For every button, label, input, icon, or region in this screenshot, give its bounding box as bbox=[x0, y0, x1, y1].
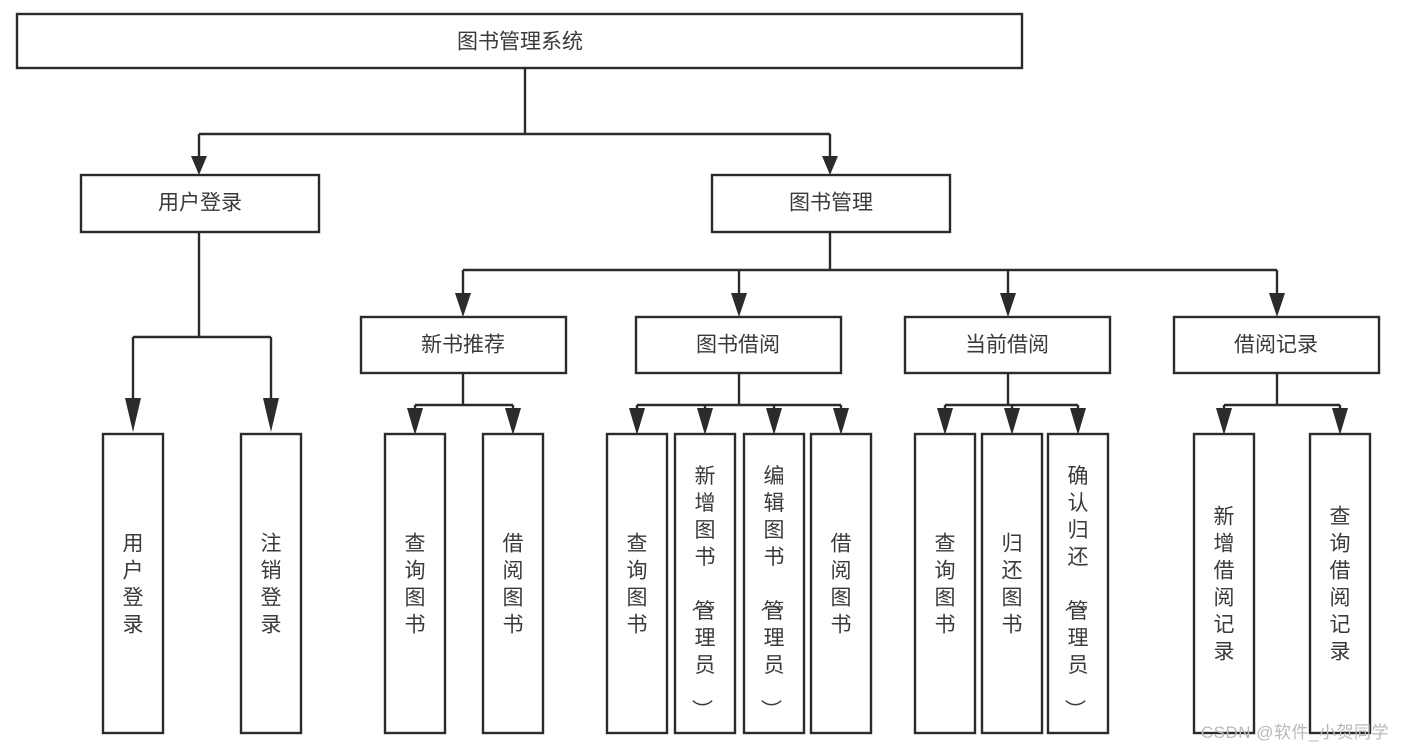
node-leaf-query-record[interactable]: 查询借阅记录 bbox=[1308, 432, 1372, 735]
node-leaf-confirm-return[interactable]: 确认归还（管理员） bbox=[1046, 432, 1110, 735]
node-leaf-borrow-book-1-box[interactable] bbox=[481, 432, 545, 735]
arrow-head-leaf-query-book-3 bbox=[937, 408, 953, 435]
arrow-head-book-borrow bbox=[731, 293, 747, 317]
node-leaf-query-book-2-box[interactable] bbox=[605, 432, 669, 735]
arrow-head-current-borrow bbox=[1000, 293, 1016, 317]
node-leaf-user-logout[interactable]: 注销登录 bbox=[239, 432, 303, 735]
node-leaf-add-record-label: 新增借阅记录 bbox=[1214, 506, 1235, 664]
node-current-borrow[interactable]: 当前借阅 bbox=[903, 315, 1112, 375]
node-leaf-confirm-return-label: 确认归还（管理员） bbox=[1063, 465, 1089, 720]
node-book-borrow[interactable]: 图书借阅 bbox=[634, 315, 843, 375]
connector-group-new-book-recommend bbox=[407, 373, 521, 435]
node-book-borrow-label: 图书借阅 bbox=[696, 334, 780, 357]
node-new-book-recommend-label: 新书推荐 bbox=[421, 334, 505, 357]
node-leaf-add-book[interactable]: 新增图书（管理员） bbox=[673, 432, 737, 735]
node-leaf-query-book-3-label: 查询图书 bbox=[935, 533, 956, 637]
csdn-watermark: CSDN @软件_小贺同学 bbox=[1200, 723, 1389, 742]
arrow-head-user-login bbox=[191, 156, 207, 175]
node-leaf-query-record-box[interactable] bbox=[1308, 432, 1372, 735]
node-leaf-return-book-label: 归还图书 bbox=[1002, 533, 1023, 637]
arrow-head-leaf-edit-book bbox=[766, 408, 782, 435]
arrow-head-leaf-borrow-book-2 bbox=[833, 408, 849, 435]
arrow-head-leaf-query-book-2 bbox=[629, 408, 645, 435]
connector-group-user-login bbox=[125, 232, 279, 432]
node-leaf-query-book-1-box[interactable] bbox=[383, 432, 447, 735]
node-borrow-record[interactable]: 借阅记录 bbox=[1172, 315, 1381, 375]
node-root[interactable]: 图书管理系统 bbox=[15, 12, 1024, 70]
node-leaf-query-book-1[interactable]: 查询图书 bbox=[383, 432, 447, 735]
node-user-login[interactable]: 用户登录 bbox=[79, 173, 321, 234]
node-current-borrow-box[interactable] bbox=[903, 315, 1112, 375]
node-leaf-user-login-label: 用户登录 bbox=[123, 533, 144, 637]
arrow-head-leaf-query-book-1 bbox=[407, 408, 423, 435]
node-leaf-add-book-label: 新增图书（管理员） bbox=[690, 465, 716, 720]
node-new-book-recommend-box[interactable] bbox=[359, 315, 568, 375]
node-leaf-edit-book[interactable]: 编辑图书（管理员） bbox=[742, 432, 806, 735]
node-borrow-record-label: 借阅记录 bbox=[1234, 334, 1318, 357]
arrow-head-leaf-query-record bbox=[1332, 408, 1348, 435]
arrow-head-leaf-user-logout bbox=[263, 398, 279, 432]
connector-group-book-manage bbox=[455, 232, 1285, 317]
node-leaf-user-logout-label: 注销登录 bbox=[261, 533, 282, 637]
node-leaf-borrow-book-1[interactable]: 借阅图书 bbox=[481, 432, 545, 735]
node-leaf-edit-book-label: 编辑图书（管理员） bbox=[759, 465, 785, 720]
node-new-book-recommend[interactable]: 新书推荐 bbox=[359, 315, 568, 375]
arrow-head-leaf-add-record bbox=[1216, 408, 1232, 435]
node-book-manage-box[interactable] bbox=[710, 173, 952, 234]
node-borrow-record-box[interactable] bbox=[1172, 315, 1381, 375]
node-book-manage-label: 图书管理 bbox=[789, 192, 873, 215]
node-root-box[interactable] bbox=[15, 12, 1024, 70]
node-leaf-user-login-box[interactable] bbox=[101, 432, 165, 735]
arrow-head-leaf-return-book bbox=[1004, 408, 1020, 435]
arrow-head-leaf-add-book bbox=[697, 408, 713, 435]
node-user-login-box[interactable] bbox=[79, 173, 321, 234]
node-leaf-add-book-box[interactable] bbox=[673, 432, 737, 735]
node-leaf-borrow-book-2-label: 借阅图书 bbox=[831, 533, 852, 637]
node-leaf-add-record-box[interactable] bbox=[1192, 432, 1256, 735]
node-user-login-label: 用户登录 bbox=[158, 192, 242, 215]
node-leaf-query-record-label: 查询借阅记录 bbox=[1330, 506, 1351, 664]
node-leaf-return-book-box[interactable] bbox=[980, 432, 1044, 735]
arrow-head-leaf-confirm-return bbox=[1070, 408, 1086, 435]
connector-group-borrow-record bbox=[1216, 373, 1348, 435]
arrow-head-leaf-borrow-book-1 bbox=[505, 408, 521, 435]
node-leaf-query-book-3[interactable]: 查询图书 bbox=[913, 432, 977, 735]
node-leaf-user-login[interactable]: 用户登录 bbox=[101, 432, 165, 735]
node-leaf-user-logout-box[interactable] bbox=[239, 432, 303, 735]
node-book-manage[interactable]: 图书管理 bbox=[710, 173, 952, 234]
node-leaf-query-book-2[interactable]: 查询图书 bbox=[605, 432, 669, 735]
connector-group-book-borrow bbox=[629, 373, 849, 435]
node-leaf-return-book[interactable]: 归还图书 bbox=[980, 432, 1044, 735]
node-leaf-borrow-book-2[interactable]: 借阅图书 bbox=[809, 432, 873, 735]
node-leaf-borrow-book-2-box[interactable] bbox=[809, 432, 873, 735]
node-leaf-confirm-return-box[interactable] bbox=[1046, 432, 1110, 735]
node-current-borrow-label: 当前借阅 bbox=[965, 334, 1049, 357]
arrow-head-book-manage bbox=[822, 156, 838, 175]
node-root-label: 图书管理系统 bbox=[457, 31, 583, 54]
arrow-head-leaf-user-login bbox=[125, 398, 141, 432]
node-leaf-query-book-1-label: 查询图书 bbox=[405, 533, 426, 637]
node-book-borrow-box[interactable] bbox=[634, 315, 843, 375]
connector-group-current-borrow bbox=[937, 373, 1086, 435]
arrow-head-borrow-record bbox=[1269, 293, 1285, 317]
node-leaf-borrow-book-1-label: 借阅图书 bbox=[503, 533, 524, 637]
connector-group-root bbox=[191, 68, 838, 175]
node-leaf-query-book-3-box[interactable] bbox=[913, 432, 977, 735]
node-leaf-edit-book-box[interactable] bbox=[742, 432, 806, 735]
node-leaf-add-record[interactable]: 新增借阅记录 bbox=[1192, 432, 1256, 735]
arrow-head-new-book-recommend bbox=[455, 293, 471, 317]
node-leaf-query-book-2-label: 查询图书 bbox=[627, 533, 648, 637]
